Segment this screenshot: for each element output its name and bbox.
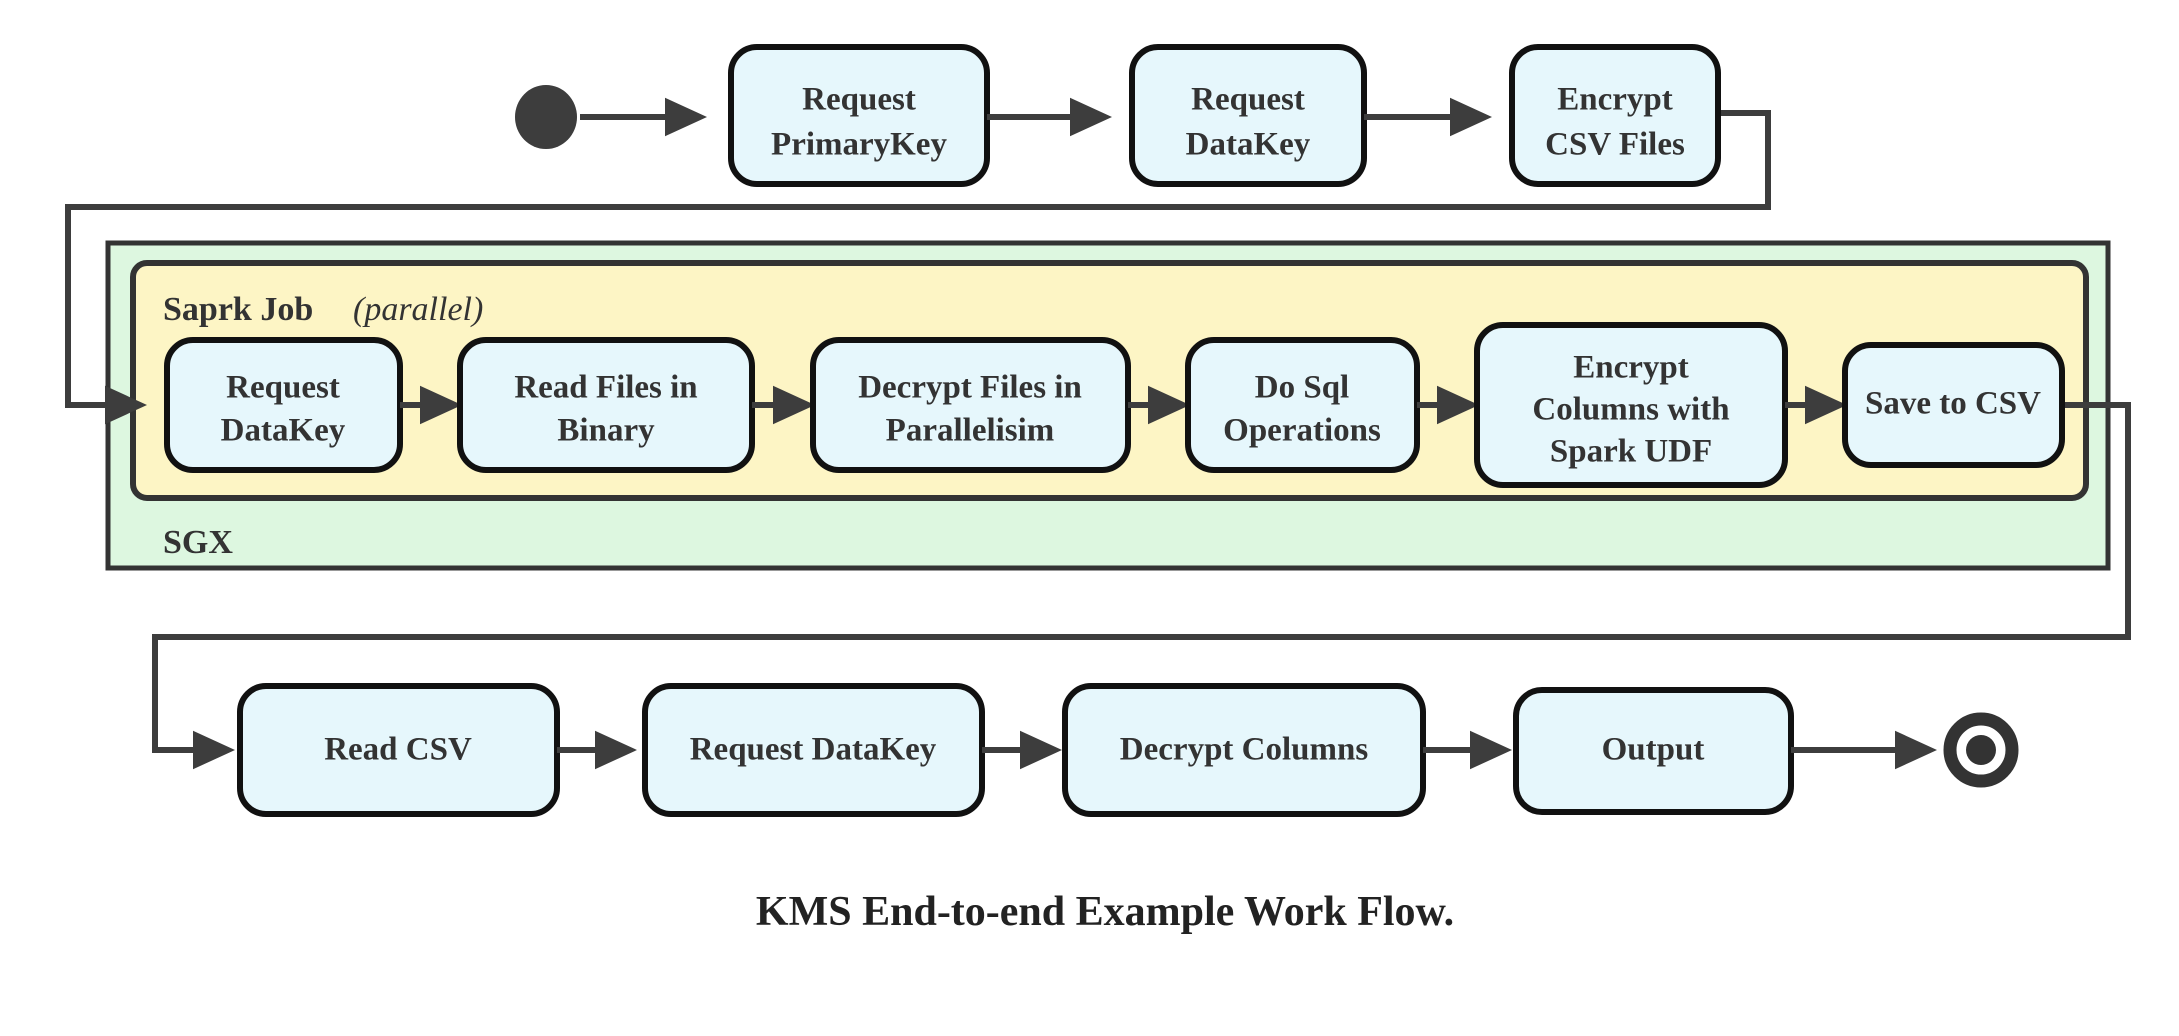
svg-text:Do Sql: Do Sql: [1255, 370, 1349, 406]
node-decrypt-columns[interactable]: Decrypt Columns: [1062, 683, 1426, 817]
svg-text:Request DataKey: Request DataKey: [690, 732, 937, 768]
svg-text:Save to CSV: Save to CSV: [1865, 386, 2041, 422]
start-node: [515, 85, 577, 149]
node-read-files-in-binary[interactable]: Read Files in Binary: [457, 337, 755, 473]
spark-job-label-italic: (parallel): [353, 291, 483, 328]
node-request-datakey-bottom[interactable]: Request DataKey: [642, 683, 985, 817]
node-encrypt-columns-with-spark-udf[interactable]: Encrypt Columns with Spark UDF: [1474, 322, 1788, 488]
svg-text:Read Files in: Read Files in: [514, 370, 697, 406]
svg-text:Encrypt: Encrypt: [1573, 350, 1689, 386]
svg-text:Operations: Operations: [1223, 413, 1381, 449]
node-save-to-csv[interactable]: Save to CSV: [1842, 342, 2065, 468]
node-request-datakey-top[interactable]: Request DataKey: [1129, 44, 1367, 187]
svg-text:Request: Request: [1191, 82, 1305, 118]
svg-text:Columns with: Columns with: [1532, 392, 1729, 428]
svg-text:DataKey: DataKey: [1186, 127, 1311, 163]
svg-text:Encrypt: Encrypt: [1557, 82, 1673, 118]
diagram-caption: KMS End-to-end Example Work Flow.: [756, 889, 1454, 935]
svg-text:Parallelisim: Parallelisim: [886, 413, 1055, 449]
node-request-primarykey[interactable]: Request PrimaryKey: [728, 44, 990, 187]
svg-text:CSV Files: CSV Files: [1545, 127, 1685, 163]
svg-text:Binary: Binary: [557, 413, 655, 449]
svg-text:PrimaryKey: PrimaryKey: [771, 127, 947, 163]
svg-text:Decrypt Columns: Decrypt Columns: [1120, 732, 1369, 768]
node-request-datakey-spark[interactable]: Request DataKey: [164, 337, 403, 473]
svg-text:Request: Request: [226, 370, 340, 406]
sgx-label: SGX: [163, 524, 233, 561]
node-encrypt-csv-files[interactable]: Encrypt CSV Files: [1509, 44, 1721, 187]
edge-save-to-csv-to-read-csv: [152, 402, 2131, 770]
node-output[interactable]: Output: [1513, 687, 1794, 815]
svg-text:Read CSV: Read CSV: [324, 732, 472, 768]
edge-encrypt-csv-to-spark: [65, 110, 1771, 425]
end-node: [1943, 712, 2019, 788]
spark-job-label-bold: Saprk Job: [163, 291, 313, 328]
svg-text:Spark UDF: Spark UDF: [1550, 434, 1712, 470]
svg-text:Output: Output: [1602, 732, 1705, 768]
node-read-csv[interactable]: Read CSV: [237, 683, 560, 817]
svg-text:DataKey: DataKey: [221, 413, 346, 449]
node-do-sql-operations[interactable]: Do Sql Operations: [1185, 337, 1420, 473]
svg-text:Request: Request: [802, 82, 916, 118]
node-decrypt-files-in-parallelisim[interactable]: Decrypt Files in Parallelisim: [810, 337, 1131, 473]
svg-text:Decrypt Files in: Decrypt Files in: [858, 370, 1082, 406]
